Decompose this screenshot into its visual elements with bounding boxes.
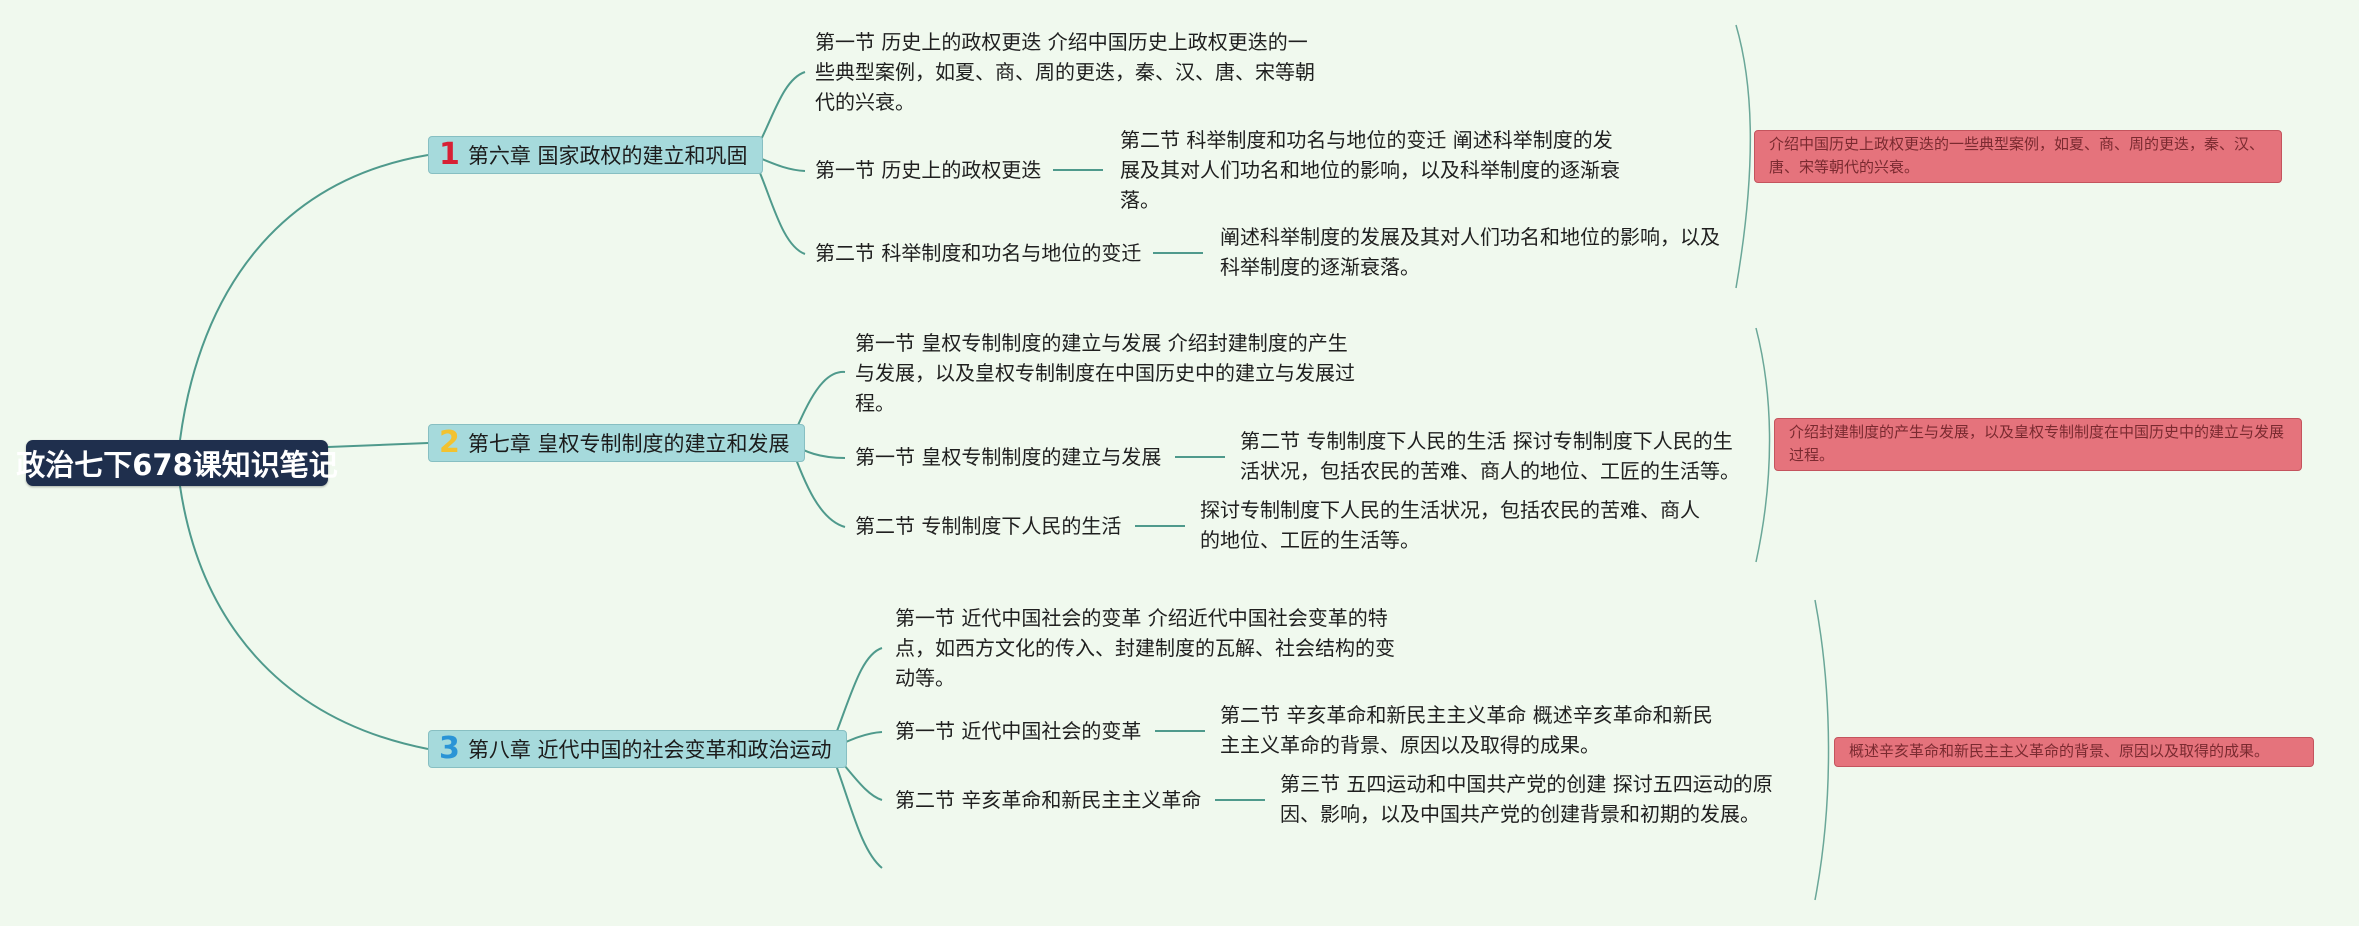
- chapter-3-item-3[interactable]: 第二节 辛亥革命和新民主主义革命: [895, 788, 1202, 812]
- chapter-2-item-1[interactable]: 第一节 皇权专制制度的建立与发展 介绍封建制度的产生与发展，以及皇权专制制度在中…: [855, 331, 1355, 415]
- chapter-1-item-2-detail[interactable]: 第二节 科举制度和功名与地位的变迁 阐述科举制度的发展及其对人们功名和地位的影响…: [1120, 128, 1620, 212]
- chapter-1-node[interactable]: 1 第六章 国家政权的建立和巩固: [428, 136, 763, 174]
- chapter-2-node[interactable]: 2 第七章 皇权专制制度的建立和发展: [428, 424, 805, 462]
- chapter-3-item-2-detail[interactable]: 第二节 辛亥革命和新民主主义革命 概述辛亥革命和新民主主义革命的背景、原因以及取…: [1220, 703, 1713, 757]
- chapter-2-title: 第七章 皇权专制制度的建立和发展: [467, 432, 790, 456]
- chapter-3-item-1[interactable]: 第一节 近代中国社会的变革 介绍近代中国社会变革的特点，如西方文化的传入、封建制…: [895, 606, 1395, 690]
- chapter-3-item-2[interactable]: 第一节 近代中国社会的变革: [895, 719, 1142, 743]
- chapter-1-item-3[interactable]: 第二节 科举制度和功名与地位的变迁: [815, 241, 1142, 265]
- chapter-2-item-2-detail[interactable]: 第二节 专制制度下人民的生活 探讨专制制度下人民的生活状况，包括农民的苦难、商人…: [1240, 429, 1740, 483]
- chapter-2-item-3[interactable]: 第二节 专制制度下人民的生活: [855, 514, 1122, 538]
- chapter-2-number: 2: [439, 425, 460, 460]
- root-title: 政治七下678课知识笔记: [16, 448, 338, 482]
- chapter-1-item-2[interactable]: 第一节 历史上的政权更迭: [815, 158, 1042, 182]
- chapter-1-title: 第六章 国家政权的建立和巩固: [467, 144, 748, 168]
- chapter-3-node[interactable]: 3 第八章 近代中国的社会变革和政治运动: [428, 730, 847, 768]
- root-node[interactable]: 政治七下678课知识笔记: [16, 440, 338, 486]
- chapter-3-number: 3: [439, 731, 460, 766]
- chapter-3-item-3-detail[interactable]: 第三节 五四运动和中国共产党的创建 探讨五四运动的原因、影响，以及中国共产党的创…: [1280, 772, 1773, 826]
- chapter-1-item-3-detail[interactable]: 阐述科举制度的发展及其对人们功名和地位的影响，以及科举制度的逐渐衰落。: [1220, 225, 1720, 279]
- chapter-3-title: 第八章 近代中国的社会变革和政治运动: [467, 738, 832, 762]
- chapter-2-summary[interactable]: 介绍封建制度的产生与发展，以及皇权专制制度在中国历史中的建立与发展过程。: [1774, 418, 2302, 471]
- chapter-1-item-1[interactable]: 第一节 历史上的政权更迭 介绍中国历史上政权更迭的一些典型案例，如夏、商、周的更…: [815, 30, 1315, 114]
- chapter-1-number: 1: [439, 137, 460, 172]
- chapter-3-summary[interactable]: 概述辛亥革命和新民主主义革命的背景、原因以及取得的成果。: [1834, 737, 2314, 767]
- chapter-2-item-3-detail[interactable]: 探讨专制制度下人民的生活状况，包括农民的苦难、商人的地位、工匠的生活等。: [1200, 498, 1700, 552]
- chapter-2-item-2[interactable]: 第一节 皇权专制制度的建立与发展: [855, 445, 1162, 469]
- chapter-1-summary[interactable]: 介绍中国历史上政权更迭的一些典型案例，如夏、商、周的更迭，秦、汉、唐、宋等朝代的…: [1754, 130, 2282, 183]
